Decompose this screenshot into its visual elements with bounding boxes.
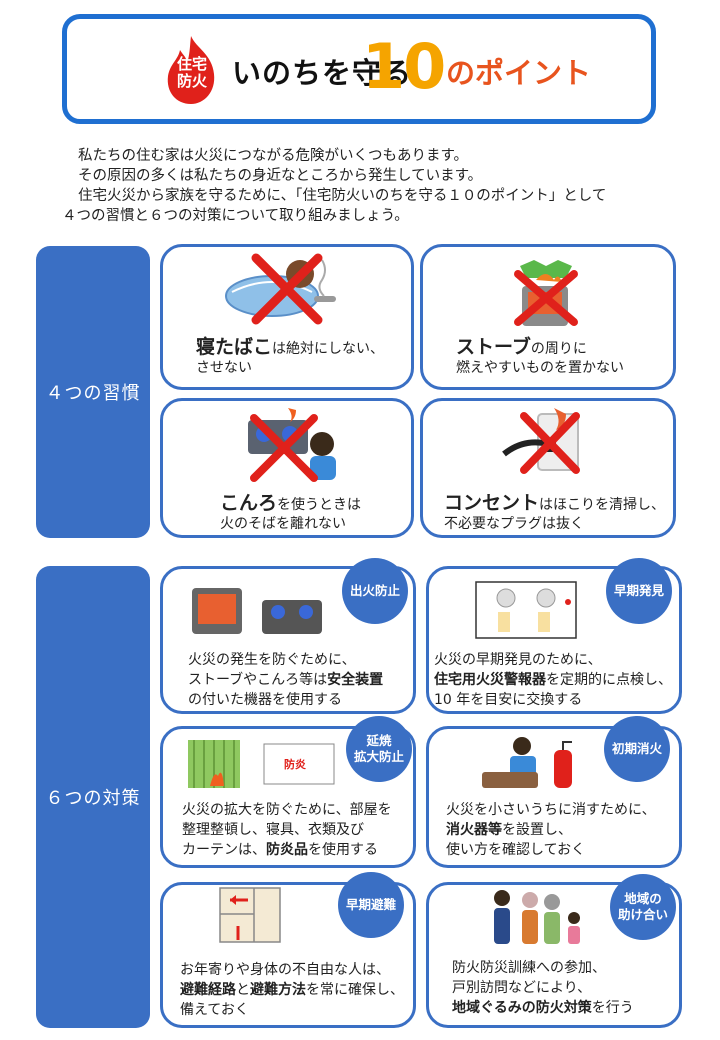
badge-evacuation: 早期避難 (338, 872, 404, 938)
outlet-plug-icon (502, 408, 580, 474)
habit-card-smoking (160, 244, 414, 390)
intro-paragraph: 私たちの住む家は火災につながる危険がいくつもあります。 その原因の多くは私たちの… (62, 146, 662, 226)
stove-laundry-icon (514, 260, 578, 326)
title-number: 10 (362, 30, 446, 103)
intro-line: 住宅火災から家族を守るために、「住宅防火いのちを守る１０のポイント」として (78, 188, 607, 204)
heater-stove-icon (192, 588, 322, 634)
gas-stove-icon (248, 408, 336, 482)
fire-icon (167, 36, 215, 104)
smoke-alarm-check-icon (475, 581, 577, 639)
measure-text-extinguish: 火災を小さいうちに消すために、 消火器等を設置し、 使い方を確認しておく (446, 802, 656, 858)
measures-label: ６つの対策 (36, 566, 150, 1028)
measure-text-evacuation: お年寄りや身体の不自由な人は、 避難経路と避難方法を常に確保し、 備えておく (180, 962, 404, 1018)
flameproof-curtain-icon (188, 740, 335, 788)
title-text-2: のポイント (446, 56, 592, 90)
intro-line: 私たちの住む家は火災につながる危険がいくつもあります。 (78, 148, 469, 164)
habit-text-konro: こんろを使うときは 火のそばを離れない (220, 492, 362, 533)
habits-label: ４つの習慣 (36, 246, 150, 538)
floor-plan-icon (219, 887, 281, 943)
title-banner (62, 14, 656, 124)
badge-extinguish: 初期消火 (604, 716, 670, 782)
habit-text-smoking: 寝たばこは絶対にしない、 させない (196, 336, 385, 377)
badge-spread: 延焼拡大防止 (346, 716, 412, 782)
intro-line: その原因の多くは私たちの身近なところから発生しています。 (78, 168, 483, 184)
badge-community: 地域の助け合い (610, 874, 676, 940)
intro-line: ４つの習慣と６つの対策について取り組みましょう。 (62, 208, 409, 224)
measure-text-prevention: 火災の発生を防ぐために、 ストーブやこんろ等は安全装置 の付いた機器を使用する (188, 652, 384, 708)
flameproof-label: 防炎 (284, 758, 306, 771)
flame-label: 住宅 防火 (176, 55, 207, 90)
measure-text-spread: 火災の拡大を防ぐために、部屋を 整理整頓し、寝具、衣類及び カーテンは、防炎品を… (182, 802, 392, 858)
fire-extinguisher-icon (482, 737, 572, 788)
measure-text-detection: 火災の早期発見のために、 住宅用火災警報器を定期的に点検し、 10 年を目安に交… (434, 652, 672, 708)
futon-cigarette-icon (225, 253, 336, 325)
title-text-1: いのちを守る (232, 56, 413, 90)
habit-text-stove: ストーブの周りに 燃えやすいものを置かない (456, 336, 624, 377)
measure-text-community: 防火防災訓練への参加、 戸別訪問などにより、 地域ぐるみの防火対策を行う (452, 960, 634, 1016)
community-people-icon (494, 890, 580, 944)
badge-detection: 早期発見 (606, 558, 672, 624)
habit-text-outlet: コンセントはほこりを清掃し、 不必要なプラグは抜く (444, 492, 666, 533)
badge-prevention: 出火防止 (342, 558, 408, 624)
